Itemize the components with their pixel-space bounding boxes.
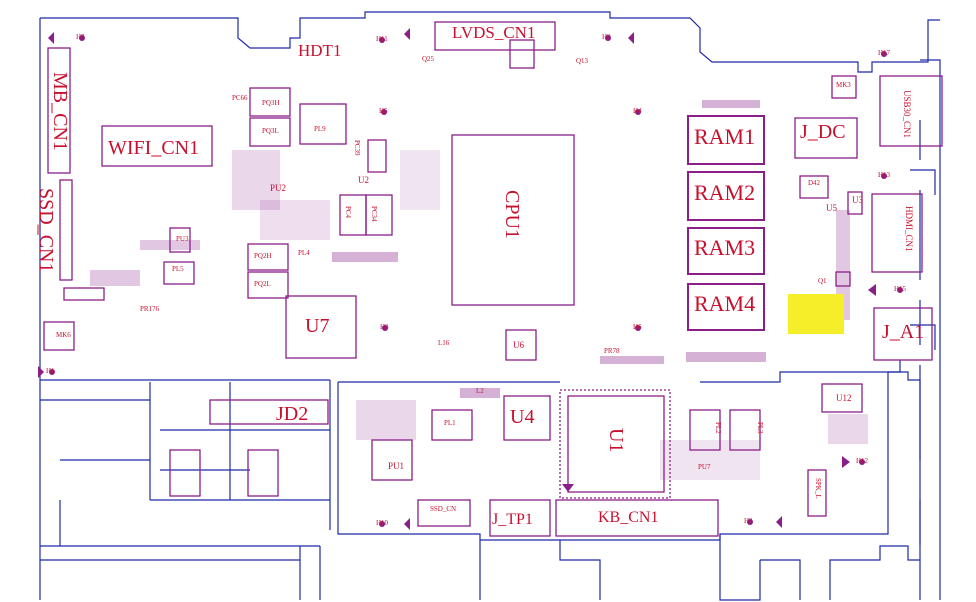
- label-pl2: PL2: [714, 422, 722, 434]
- label-pq2l: PQ2L: [254, 280, 271, 288]
- label-pl4: PL4: [298, 249, 310, 257]
- label-h3: H3: [744, 517, 753, 525]
- component-outlines: [43, 21, 943, 537]
- smd-clusters: [90, 100, 868, 480]
- label-h6: H6: [633, 323, 642, 331]
- label-u4: U4: [510, 406, 535, 428]
- label-j-tp1: J_TP1: [492, 511, 533, 528]
- label-h9: H9: [602, 33, 611, 41]
- label-h11: H11: [376, 35, 388, 43]
- label-h15: H15: [894, 285, 907, 293]
- label-pq3l: PQ3L: [262, 127, 279, 135]
- label-pu2: PU2: [270, 183, 287, 193]
- label-pc39: PC39: [353, 140, 361, 156]
- label-u3: U3: [852, 195, 863, 205]
- label-ram3: RAM3: [694, 235, 756, 260]
- label-kb-cn1: KB_CN1: [598, 509, 659, 526]
- label-h13: H13: [878, 171, 891, 179]
- label-mb-cn1: MB_CN1: [49, 72, 71, 151]
- label-q1: Q1: [818, 277, 827, 285]
- label-mk6: MK6: [56, 331, 71, 339]
- label-u12: U12: [836, 393, 852, 403]
- label-u2: U2: [358, 175, 369, 185]
- label-h7: H7: [76, 33, 85, 41]
- label-usb30-cn1: USB30_CN1: [902, 90, 912, 139]
- label-h5: H5: [379, 107, 388, 115]
- label-h4: H4: [633, 107, 642, 115]
- label-ram2: RAM2: [694, 180, 756, 205]
- label-u7: U7: [305, 315, 330, 337]
- label-ram4: RAM4: [694, 291, 756, 316]
- label-pc4: PC4: [344, 206, 352, 219]
- label-pu7: PU7: [698, 463, 711, 471]
- label-mk3: MK3: [836, 81, 851, 89]
- label-ssd-cn1: SSD_CN1: [35, 188, 57, 273]
- label-u1: U1: [605, 428, 627, 453]
- label-u6: U6: [513, 340, 524, 350]
- label-ram1: RAM1: [694, 124, 756, 149]
- markers: [38, 28, 903, 530]
- label-pu1: PU1: [388, 461, 405, 471]
- label-pc34: PC34: [370, 206, 378, 222]
- label-jd2: JD2: [276, 403, 309, 425]
- label-l2: L2: [476, 387, 484, 395]
- label-pu3: PU3: [176, 235, 189, 243]
- label-pl5: PL5: [172, 265, 184, 273]
- label-h12: H12: [856, 457, 869, 465]
- board-outline: [39, 11, 941, 601]
- label-pc66: PC66: [232, 94, 248, 102]
- label-ssd-cn: SSD_CN: [430, 505, 457, 513]
- label-q25: Q25: [422, 55, 435, 63]
- label-l16: L16: [438, 339, 450, 347]
- label-pq3h: PQ3H: [262, 99, 280, 107]
- label-h17: H17: [878, 49, 891, 57]
- label-pl9: PL9: [314, 125, 326, 133]
- label-pl1: PL1: [444, 419, 456, 427]
- label-j-a1: J_A1: [882, 321, 925, 343]
- label-hdmi-cn1: HDMI_CN1: [904, 206, 914, 252]
- label-j-dc: J_DC: [800, 121, 846, 143]
- label-wifi-cn1: WIFI_CN1: [108, 137, 200, 159]
- highlight-region: [788, 294, 844, 334]
- label-h1: H1: [46, 367, 55, 375]
- label-cpu1: CPU1: [501, 190, 523, 239]
- label-hdt1: HDT1: [298, 41, 342, 60]
- label-h10: H10: [376, 519, 389, 527]
- label-lvds-cn1: LVDS_CN1: [452, 23, 536, 42]
- label-u5: U5: [826, 203, 837, 213]
- label-spk-l: SPK_L: [814, 478, 822, 499]
- ram-slots: [687, 115, 765, 331]
- label-h8: H8: [380, 323, 389, 331]
- label-pl3: PL3: [756, 422, 764, 434]
- label-pq2h: PQ2H: [254, 252, 272, 260]
- label-pr176: PR176: [140, 305, 160, 313]
- label-d42: D42: [808, 179, 821, 187]
- label-q13: Q13: [576, 57, 589, 65]
- label-pr78: PR78: [604, 347, 620, 355]
